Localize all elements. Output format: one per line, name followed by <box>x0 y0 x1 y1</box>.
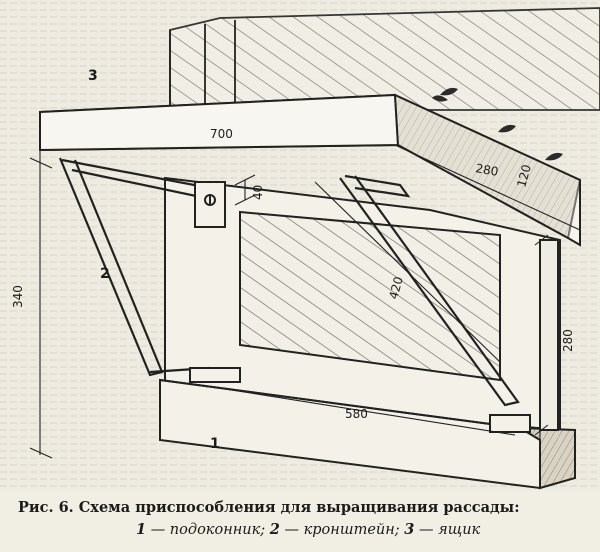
dim-sill-length: 580 <box>345 407 368 421</box>
label-bracket: 2 <box>100 266 110 282</box>
dim-box-width: 280 <box>474 161 499 179</box>
dim-total-height: 340 <box>11 285 25 308</box>
dim-box-height: 120 <box>514 163 533 189</box>
dim-bracket-gap: 40 <box>251 185 265 200</box>
dimension-lines <box>29 144 581 459</box>
bracket-mount <box>194 181 226 228</box>
legend-num-2: 2 <box>269 521 280 538</box>
apparatus-diagram: 700 280 120 40 420 340 280 580 1 2 3 <box>0 0 600 490</box>
caption-legend: 1 — подоконник; 2 — кронштейн; 3 — ящик <box>18 519 588 541</box>
dim-brace-length: 420 <box>386 275 405 301</box>
legend-text-2: — кронштейн; <box>279 522 405 538</box>
window-frame-right <box>539 239 559 431</box>
right-bracket <box>339 174 520 407</box>
label-sill: 1 <box>210 436 220 452</box>
dim-window-height: 280 <box>561 329 575 352</box>
legend-num-3: 3 <box>404 521 415 538</box>
figure-caption: Рис. 6. Схема приспособления для выращив… <box>18 497 588 541</box>
window-wall <box>169 7 600 111</box>
dim-box-length: 700 <box>210 127 233 141</box>
window-pane <box>164 176 561 432</box>
plant-sprigs <box>432 87 563 161</box>
legend-num-1: 1 <box>136 521 147 538</box>
bracket-feet <box>189 367 531 433</box>
caption-title: Рис. 6. Схема приспособления для выращив… <box>18 499 520 516</box>
label-box: 3 <box>88 68 98 84</box>
legend-text-1: — подоконник; <box>146 522 270 538</box>
seedling-box <box>39 93 582 247</box>
legend-text-3: — ящик <box>414 522 481 538</box>
